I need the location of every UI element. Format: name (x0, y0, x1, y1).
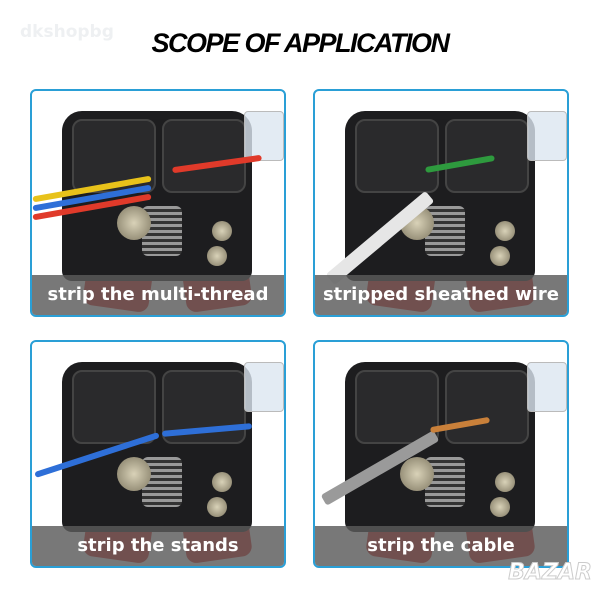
panel-label: stripped sheathed wire (315, 275, 567, 315)
clear-guide (527, 111, 567, 161)
clear-guide (244, 362, 284, 412)
panel-label: strip the cable (315, 526, 567, 566)
wire-stripper-image (315, 91, 567, 315)
panel-sheathed-wire: stripped sheathed wire (313, 89, 569, 317)
bazar-watermark: BAZAR (508, 560, 593, 586)
stripper-body (345, 111, 535, 281)
panel-label: strip the stands (32, 526, 284, 566)
page-title: SCOPE OF APPLICATION (151, 28, 450, 58)
wire-stripper-image (32, 342, 284, 566)
stripper-body (345, 362, 535, 532)
panel-label: strip the multi-thread (32, 275, 284, 315)
panel-stands: strip the stands (30, 340, 286, 568)
panel-multi-thread: strip the multi-thread (30, 89, 286, 317)
panel-cable: strip the cable (313, 340, 569, 568)
clear-guide (527, 362, 567, 412)
clear-guide (244, 111, 284, 161)
stripper-body (62, 362, 252, 532)
wire-stripper-image (315, 342, 567, 566)
shop-watermark: dkshopbg (20, 22, 114, 42)
wire-stripper-image (32, 91, 284, 315)
